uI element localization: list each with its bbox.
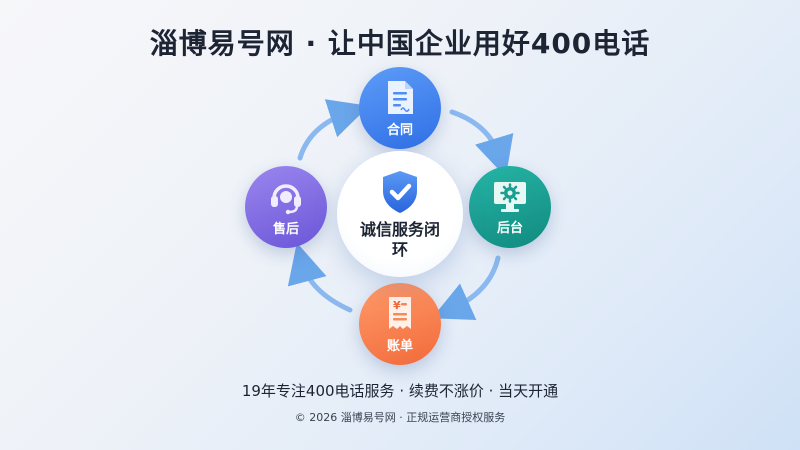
arrow-contract-to-backend	[449, 109, 514, 178]
monitor-gear-icon	[494, 181, 526, 212]
node-backend: 后台	[469, 166, 551, 248]
contract-document-icon	[388, 80, 413, 114]
headset-icon	[271, 183, 301, 214]
footer-copyright: © 2026 淄博易号网 · 正规运营商授权服务	[294, 411, 506, 424]
center-hub: 诚信服务闭环	[337, 151, 463, 277]
node-billing: ¥ 账单	[359, 283, 441, 365]
center-label: 诚信服务闭环	[359, 220, 440, 259]
node-support-label: 售后	[272, 221, 299, 237]
footer-slogan: 19年专注400电话服务 · 续费不涨价 · 当天开通	[241, 382, 559, 400]
arrow-support-to-contract	[297, 99, 370, 161]
node-contract: 合同	[359, 67, 441, 149]
arrow-backend-to-billing	[431, 255, 501, 321]
node-contract-label: 合同	[386, 122, 413, 138]
node-backend-label: 后台	[496, 220, 523, 236]
shield-check-icon	[383, 171, 417, 213]
node-support: 售后	[245, 166, 327, 248]
node-billing-label: 账单	[386, 338, 413, 354]
arrow-billing-to-support	[287, 242, 353, 313]
yuan-receipt-icon: ¥	[389, 296, 411, 329]
svg-text:¥: ¥	[393, 299, 401, 312]
page-title: 淄博易号网 · 让中国企业用好400电话	[149, 27, 651, 60]
